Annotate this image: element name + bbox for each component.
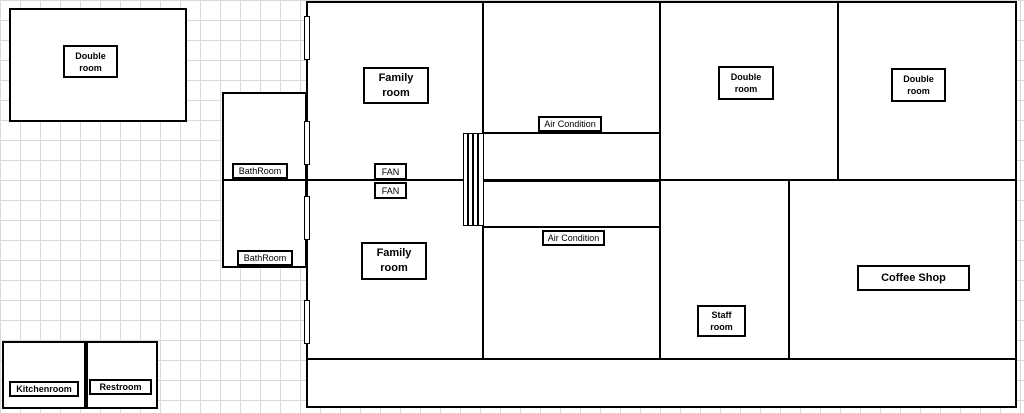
label-double-room-2: Double room (718, 66, 774, 100)
label-air-condition-top: Air Condition (538, 116, 602, 132)
room-restroom (86, 341, 158, 409)
wall-h-mid (306, 179, 1017, 181)
label-coffee-shop: Coffee Shop (857, 265, 970, 291)
wall-h-bottom (306, 358, 1017, 360)
wall-v-789 (788, 180, 790, 359)
stair-line-1 (467, 133, 469, 226)
label-bathroom-bottom: BathRoom (237, 250, 293, 266)
corridor-upper (482, 132, 661, 181)
label-kitchenroom: Kitchenroom (9, 381, 79, 397)
label-restroom: Restroom (89, 379, 152, 395)
label-family-room-top: Family room (363, 67, 429, 104)
label-staff-room: Staff room (697, 305, 746, 337)
stair-line-2 (472, 133, 474, 226)
label-fan-bottom: FAN (374, 182, 407, 199)
corridor-lower (482, 180, 661, 228)
stair-line-3 (477, 133, 479, 226)
wall-v-838 (837, 1, 839, 181)
room-kitchen (2, 341, 86, 409)
label-double-room-left: Double room (63, 45, 118, 78)
label-family-room-bottom: Family room (361, 242, 427, 280)
door-2[interactable] (304, 121, 310, 165)
door-1[interactable] (304, 16, 310, 60)
label-air-condition-bottom: Air Condition (542, 230, 605, 246)
label-fan-top: FAN (374, 163, 407, 180)
bathroom-divider (222, 179, 307, 181)
label-bathroom-top: BathRoom (232, 163, 288, 179)
main-building (306, 1, 1017, 408)
door-3[interactable] (304, 196, 310, 240)
label-double-room-3: Double room (891, 68, 946, 102)
door-4[interactable] (304, 300, 310, 344)
